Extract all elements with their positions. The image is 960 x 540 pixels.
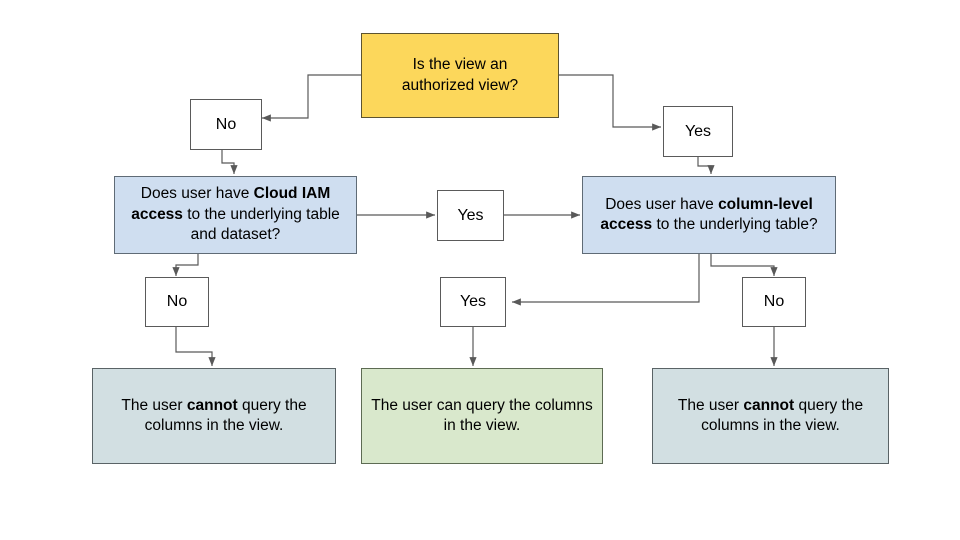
node-branch-no-bottom-right[interactable]: No	[742, 277, 806, 327]
edge-column-to-yes-bottom	[511, 254, 700, 306]
node-column-question[interactable]: Does user have column-level access to th…	[582, 176, 836, 254]
branch-no-bottom-left-label: No	[166, 293, 188, 311]
result-allowed-label: The user can query the columns in the vi…	[371, 396, 593, 434]
branch-no-bottom-right-label: No	[763, 293, 785, 311]
node-branch-no-bottom-left[interactable]: No	[145, 277, 209, 327]
edge-yes-to-column	[697, 157, 715, 175]
node-iam-question[interactable]: Does user have Cloud IAM access to the u…	[114, 176, 357, 254]
edge-column-to-no-right	[710, 254, 778, 277]
node-branch-yes-top[interactable]: Yes	[663, 106, 733, 157]
column-question-label: Does user have column-level access to th…	[600, 195, 818, 233]
node-branch-no-top[interactable]: No	[190, 99, 262, 150]
iam-question-label: Does user have Cloud IAM access to the u…	[131, 185, 340, 244]
node-result-denied-left[interactable]: The user cannot query the columns in the…	[92, 368, 336, 464]
edge-start-to-no	[261, 74, 361, 122]
edge-no-left-to-denied	[175, 327, 216, 367]
node-branch-yes-middle[interactable]: Yes	[437, 190, 504, 241]
branch-yes-top-label: Yes	[684, 122, 712, 140]
edge-start-to-yes	[559, 74, 662, 131]
edge-no-to-iam	[221, 150, 238, 175]
node-result-allowed[interactable]: The user can query the columns in the vi…	[361, 368, 603, 464]
branch-yes-middle-label: Yes	[457, 206, 484, 224]
edge-iam-to-no-left	[172, 254, 199, 277]
branch-no-top-label: No	[215, 115, 237, 133]
node-result-denied-right[interactable]: The user cannot query the columns in the…	[652, 368, 889, 464]
result-denied-right-label: The user cannot query the columns in the…	[677, 396, 864, 434]
result-denied-left-label: The user cannot query the columns in the…	[121, 396, 307, 434]
branch-yes-bottom-middle-label: Yes	[459, 293, 487, 311]
node-branch-yes-bottom-middle[interactable]: Yes	[440, 277, 506, 327]
